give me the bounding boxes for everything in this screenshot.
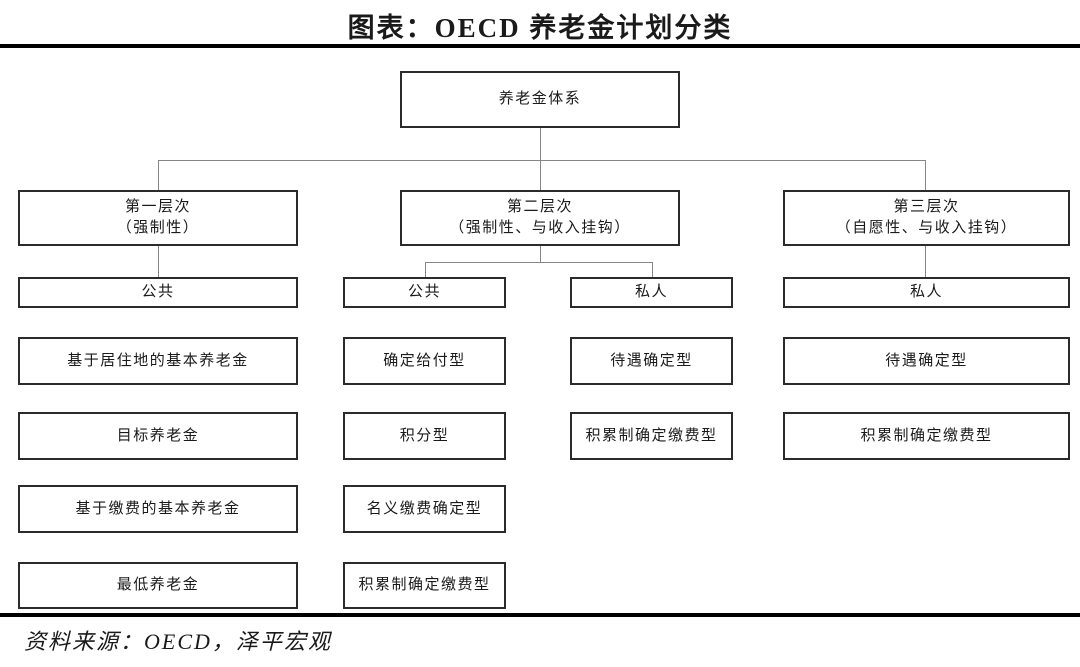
node-label: 私人 xyxy=(909,284,943,300)
connector-tier-horizontal xyxy=(158,160,926,161)
node-minimum-pension: 最低养老金 xyxy=(18,562,298,609)
node-target-pension: 目标养老金 xyxy=(18,412,298,460)
node-tier3-private: 私人 xyxy=(783,277,1070,308)
node-tier2: 第二层次 （强制性、与收入挂钩） xyxy=(400,190,680,246)
node-tier1: 第一层次 （强制性） xyxy=(18,190,298,246)
node-label: 公共 xyxy=(141,284,175,300)
source-note: 资料来源：OECD，泽平宏观 xyxy=(24,629,332,654)
connector-tier1-drop xyxy=(158,160,159,190)
node-label: 最低养老金 xyxy=(116,577,200,593)
node-tier2-private-funded-dc: 积累制确定缴费型 xyxy=(570,412,733,460)
node-label: 目标养老金 xyxy=(116,427,200,444)
connector-tier3-drop xyxy=(925,160,926,190)
connector-tier2-stub xyxy=(540,246,541,263)
node-pension-system: 养老金体系 xyxy=(400,71,680,128)
node-label: 积累制确定缴费型 xyxy=(860,427,993,444)
node-label-line2: （自愿性、与收入挂钩） xyxy=(835,220,1018,236)
node-tier3: 第三层次 （自愿性、与收入挂钩） xyxy=(783,190,1070,246)
node-label: 私人 xyxy=(634,284,668,300)
connector-tier2-horizontal xyxy=(425,262,653,263)
node-label: 积累制确定缴费型 xyxy=(585,427,718,444)
node-label: 名义缴费确定型 xyxy=(366,500,483,517)
node-label: 待遇确定型 xyxy=(885,352,968,369)
connector-root-drop xyxy=(540,128,541,190)
node-funded-dc: 积累制确定缴费型 xyxy=(343,562,506,609)
node-points-system: 积分型 xyxy=(343,412,506,460)
node-tier2-private-db: 待遇确定型 xyxy=(570,337,733,385)
node-label: 积累制确定缴费型 xyxy=(358,577,491,593)
top-rule xyxy=(0,44,1080,48)
connector-tier2-private-drop xyxy=(652,262,653,277)
node-defined-benefit: 确定给付型 xyxy=(343,337,506,385)
connector-tier3-child xyxy=(925,246,926,277)
node-tier3-private-db: 待遇确定型 xyxy=(783,337,1070,385)
node-label: 积分型 xyxy=(399,427,450,444)
node-tier2-private: 私人 xyxy=(570,277,733,308)
node-label-line2: （强制性） xyxy=(116,220,200,236)
node-label: 确定给付型 xyxy=(383,352,466,369)
connector-tier2-public-drop xyxy=(425,262,426,277)
node-tier1-public: 公共 xyxy=(18,277,298,308)
chart-title: 图表：OECD 养老金计划分类 xyxy=(347,13,733,43)
node-label-line1: 第二层次 xyxy=(506,199,573,215)
node-label-line1: 第一层次 xyxy=(124,199,191,215)
bottom-rule xyxy=(0,613,1080,617)
node-label: 公共 xyxy=(407,284,441,300)
node-tier2-public: 公共 xyxy=(343,277,506,308)
node-label-line2: （强制性、与收入挂钩） xyxy=(449,220,631,236)
node-contribution-basic-pension: 基于缴费的基本养老金 xyxy=(18,485,298,533)
node-residence-basic-pension: 基于居住地的基本养老金 xyxy=(18,337,298,385)
node-label: 养老金体系 xyxy=(498,91,582,107)
node-label-line1: 第三层次 xyxy=(893,199,960,215)
node-label: 待遇确定型 xyxy=(610,352,693,369)
connector-tier1-child xyxy=(158,246,159,277)
node-label: 基于居住地的基本养老金 xyxy=(67,352,249,369)
node-notional-dc: 名义缴费确定型 xyxy=(343,485,506,533)
node-label: 基于缴费的基本养老金 xyxy=(75,500,241,517)
node-tier3-private-funded-dc: 积累制确定缴费型 xyxy=(783,412,1070,460)
